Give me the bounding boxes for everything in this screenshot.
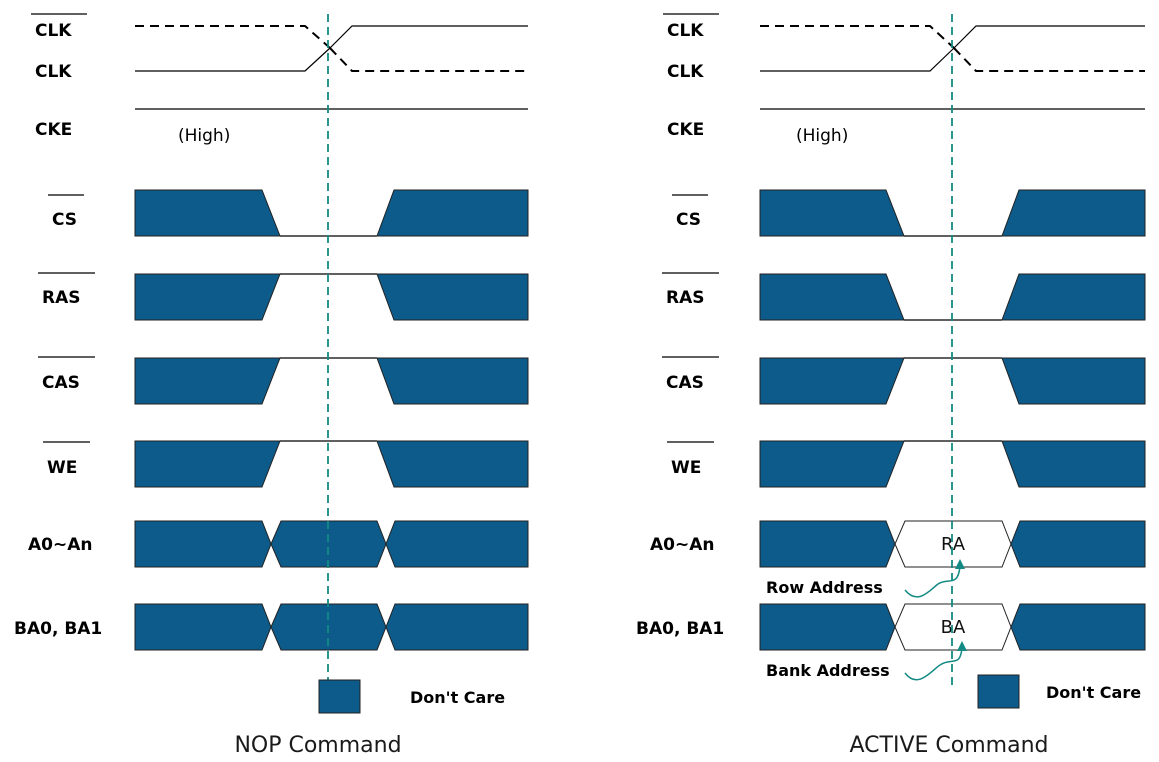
dont-care-legend-swatch xyxy=(318,679,361,714)
cs-label: CS xyxy=(676,210,701,230)
ras-dont-care-left xyxy=(134,273,281,321)
bank-dont-care-left xyxy=(759,603,896,651)
bank-address-segment xyxy=(894,603,1012,651)
row-address-arrowhead xyxy=(955,559,965,569)
active-caption: ACTIVE Command xyxy=(850,733,1049,758)
cs-label: CS xyxy=(52,210,77,230)
we-dont-care-left xyxy=(759,440,905,488)
we-dont-care-right xyxy=(376,440,529,488)
bank-address-annotation: Bank Address xyxy=(766,661,890,680)
cas-dont-care-left xyxy=(759,357,905,405)
cas-dont-care-right xyxy=(1001,357,1146,405)
we-label: WE xyxy=(671,458,701,478)
we-label: WE xyxy=(47,458,77,478)
bank-label: BA0, BA1 xyxy=(14,619,102,639)
addr-label: A0~An xyxy=(650,535,715,555)
active-panel: CLK CLK CKE (High) CS RAS CAS WE A0~An B… xyxy=(636,13,1146,758)
clk-bar-waveform-high xyxy=(953,25,1145,49)
nop-panel: CLK CLK CKE (High) CS RAS CAS WE A0~An B… xyxy=(14,13,529,758)
we-dont-care-right xyxy=(1001,440,1146,488)
bank-address-arrow xyxy=(904,647,963,681)
row-address-segment xyxy=(894,520,1012,568)
clk-bar-waveform xyxy=(760,25,955,49)
ras-dont-care-right xyxy=(1001,273,1146,321)
bank-address-arrowhead xyxy=(957,641,967,651)
addr-label: A0~An xyxy=(28,535,93,555)
row-address-annotation: Row Address xyxy=(766,578,883,597)
clk-bar-waveform-high xyxy=(329,25,528,49)
clk-bar-label: CLK xyxy=(667,21,704,41)
addr-dont-care-2 xyxy=(270,520,387,568)
ras-label: RAS xyxy=(666,288,705,308)
cke-label: CKE xyxy=(667,120,704,140)
dont-care-legend-swatch xyxy=(977,674,1020,709)
ras-dont-care-right xyxy=(376,273,529,321)
clk-label: CLK xyxy=(667,62,704,82)
clk-bar-waveform xyxy=(135,25,331,49)
bank-dont-care-3 xyxy=(385,603,529,651)
addr-dont-care-right xyxy=(1010,520,1146,568)
bank-dont-care-right xyxy=(1010,603,1146,651)
nop-caption: NOP Command xyxy=(234,733,401,758)
dont-care-legend-label: Don't Care xyxy=(410,688,505,707)
clk-label: CLK xyxy=(35,62,72,82)
cke-state-label: (High) xyxy=(178,126,230,146)
row-address-arrow xyxy=(904,565,961,598)
addr-dont-care-3 xyxy=(385,520,529,568)
dont-care-legend-label: Don't Care xyxy=(1046,683,1141,702)
cs-dont-care-right xyxy=(1001,189,1146,237)
ras-label: RAS xyxy=(42,288,81,308)
cas-dont-care-left xyxy=(134,357,281,405)
clk-waveform-low xyxy=(953,47,1145,72)
addr-dont-care-1 xyxy=(134,520,272,568)
cs-dont-care-left xyxy=(759,189,905,237)
bank-address-value: BA xyxy=(941,617,966,638)
cas-label: CAS xyxy=(42,373,80,393)
cs-dont-care-right xyxy=(376,189,529,237)
clk-waveform xyxy=(760,47,955,72)
clk-bar-label: CLK xyxy=(35,21,72,41)
cke-label: CKE xyxy=(35,120,72,140)
clk-waveform xyxy=(135,47,331,72)
cs-dont-care-left xyxy=(134,189,281,237)
addr-dont-care-left xyxy=(759,520,896,568)
ras-dont-care-left xyxy=(759,273,905,321)
we-dont-care-left xyxy=(134,440,281,488)
clk-waveform-low xyxy=(329,47,528,72)
cas-dont-care-right xyxy=(376,357,529,405)
row-address-value: RA xyxy=(941,534,966,555)
cas-label: CAS xyxy=(666,373,704,393)
bank-label: BA0, BA1 xyxy=(636,619,724,639)
cke-state-label: (High) xyxy=(796,126,848,146)
bank-dont-care-1 xyxy=(134,603,272,651)
